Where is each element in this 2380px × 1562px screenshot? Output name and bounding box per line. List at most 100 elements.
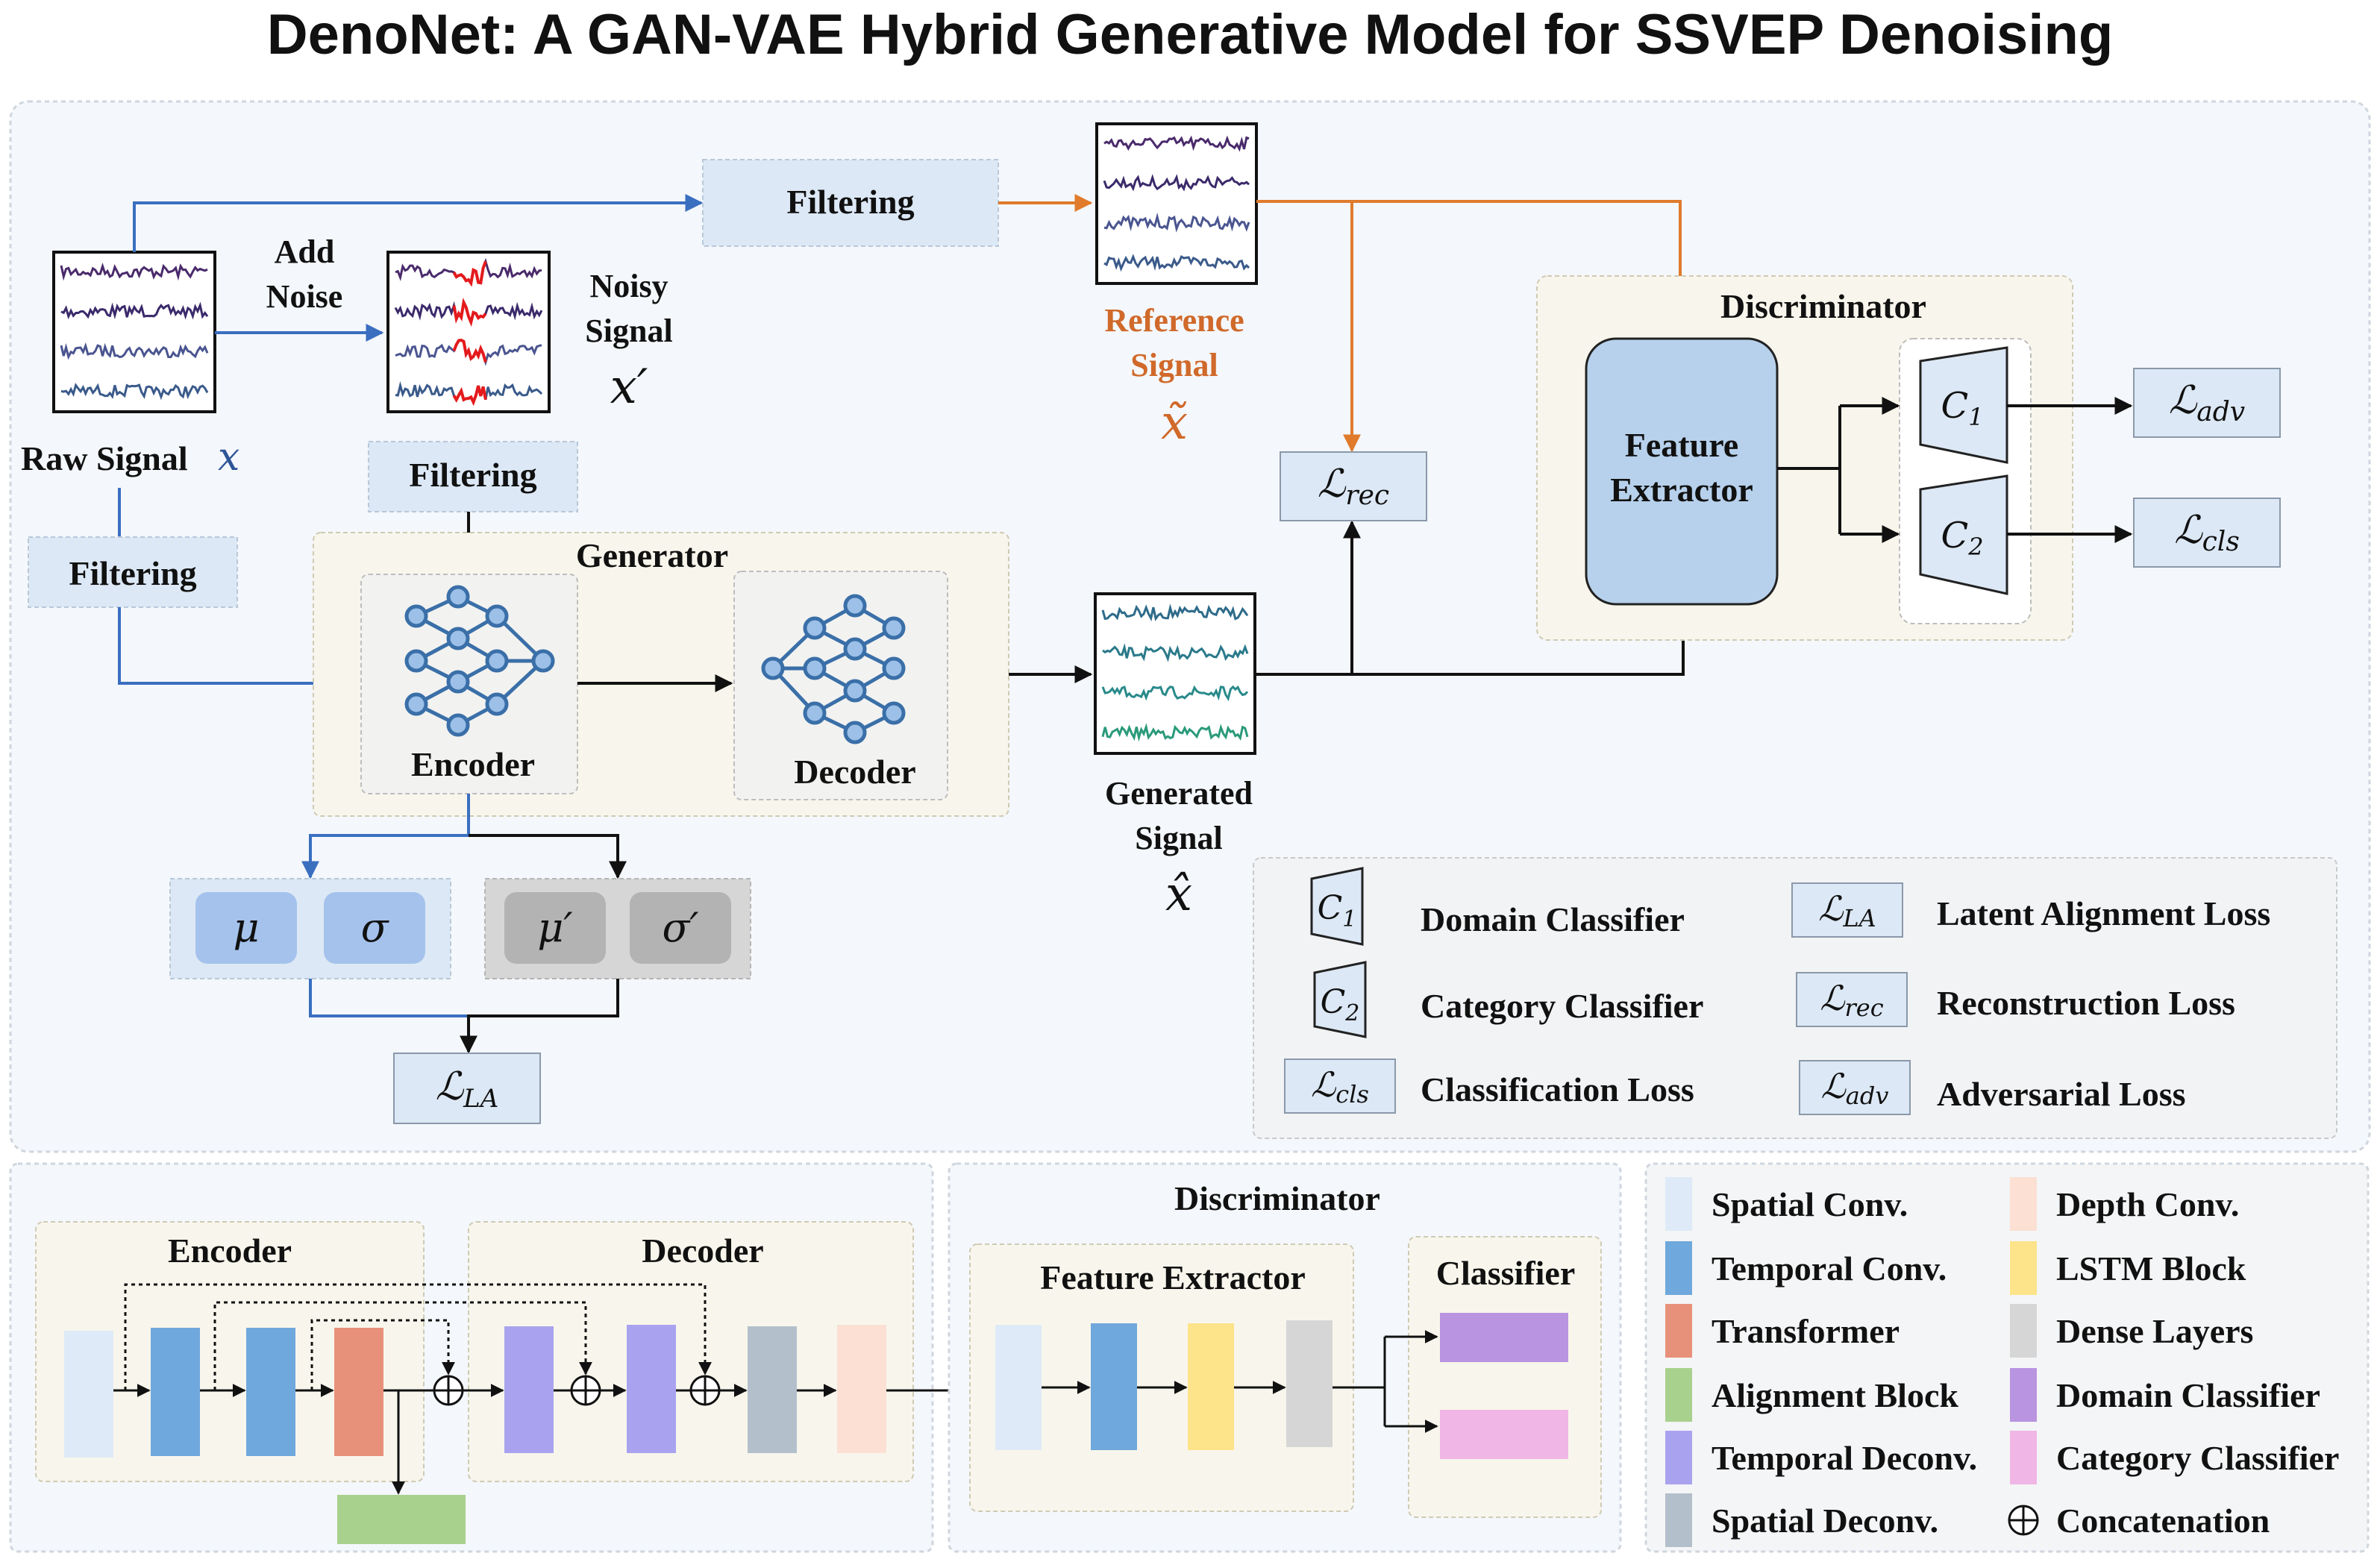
nn-node [485, 692, 509, 716]
noise-trace [452, 339, 487, 363]
encoder-to-mu-sigma-prime-arrow [469, 834, 627, 879]
decoder-neural-network-icon [761, 594, 906, 744]
sigma-prime-symbol: σ′ [662, 904, 698, 951]
noisy-signal-waveform-icon [386, 251, 551, 413]
enc-spatial-conv-layer [64, 1331, 113, 1458]
waveform-trace [1103, 212, 1250, 233]
nn-node [882, 616, 906, 640]
skip-connection-2 [213, 1301, 592, 1390]
nn-node [485, 649, 509, 673]
waveform-trace [1103, 254, 1250, 272]
legend-swatch [1665, 1431, 1692, 1484]
mu-prime-symbol: μ′ [537, 904, 572, 951]
filtering-label-left: Filtering [69, 554, 196, 592]
category-classifier-block [1440, 1410, 1568, 1459]
reference-signal-label-line1: Reference [1104, 302, 1244, 339]
nn-node [446, 585, 470, 609]
nn-node [404, 692, 428, 716]
nn-node [531, 649, 555, 673]
mu-sigma-prime-to-lla-arrow [460, 979, 619, 1054]
feature-extractor-label-line2: Extractor [1610, 471, 1753, 509]
add-noise-label-line1: Add [275, 233, 335, 270]
lla-box [393, 1053, 541, 1124]
nn-node [882, 701, 906, 725]
noisy-signal-label-line2: Signal [585, 313, 672, 349]
sigma-box [324, 892, 425, 964]
legend-ladv-symbol: ℒadv [1821, 1066, 1889, 1110]
feature-extractor-label-line1: Feature [1625, 426, 1738, 464]
raw-to-filtering-arrow [133, 194, 704, 252]
lcls-box [2133, 498, 2281, 568]
enc-temporal-conv-layer-1 [151, 1328, 200, 1456]
legend-swatch [2010, 1368, 2037, 1422]
waveform-trace [1103, 135, 1250, 152]
noise-trace [452, 260, 487, 287]
legend-bottom-label: Category Classifier [2056, 1439, 2339, 1477]
legend-latent-alignment-loss: Latent Alignment Loss [1937, 894, 2270, 932]
nn-node [446, 670, 470, 694]
domain-classifier-block [1440, 1313, 1568, 1362]
nn-node [803, 656, 827, 680]
legend-reconstruction-loss: Reconstruction Loss [1937, 984, 2235, 1022]
legend-lrec-symbol: ℒrec [1820, 978, 1883, 1022]
legend-bottom-label: Alignment Block [1712, 1376, 1958, 1414]
ladv-symbol: ℒadv [2169, 378, 2245, 427]
legend-swatch [1665, 1493, 1692, 1547]
legend-bottom-label: LSTM Block [2056, 1249, 2246, 1287]
filtering-label-noisy: Filtering [409, 456, 536, 494]
legend-swatch [1665, 1304, 1692, 1358]
filtering-to-encoder-arrow-left [118, 607, 360, 692]
enc-transformer-layer [334, 1328, 383, 1456]
lrec-box [1280, 451, 1427, 521]
legend-adversarial-loss: Adversarial Loss [1937, 1075, 2186, 1113]
nn-node [843, 721, 867, 744]
bottom-decoder-label: Decoder [642, 1232, 763, 1270]
reference-signal-label-line2: Signal [1130, 347, 1218, 383]
waveform-trace [1102, 643, 1249, 662]
legend-domain-classifier: Domain Classifier [1421, 900, 1685, 938]
waveform-trace [1103, 174, 1250, 192]
nn-node [446, 627, 470, 650]
legend-swatch [2010, 1241, 2037, 1295]
filtering-label-top: Filtering [786, 183, 914, 221]
noisy-signal-label-line1: Noisy [589, 268, 668, 304]
c2-symbol: 𝐶2 [1941, 515, 1983, 561]
legend-swatch [2010, 1304, 2037, 1358]
nn-node [882, 656, 906, 680]
legend-c1-icon [1310, 867, 1364, 946]
c2-trapezoid-classifier-icon [1919, 474, 2008, 595]
mu-symbol: μ [233, 904, 259, 951]
encoder-neural-network-icon [404, 585, 555, 737]
disc-spatial-conv-layer [995, 1325, 1042, 1450]
bottom-encoder-module [35, 1221, 425, 1482]
legend-lrec-box [1796, 972, 1908, 1027]
feature-extractor-block [1585, 337, 1779, 606]
filtering-box-left [28, 536, 238, 608]
nn-node [803, 701, 827, 725]
nn-node [803, 616, 827, 640]
bottom-feature-extractor-module [969, 1243, 1354, 1512]
bottom-decoder-module [468, 1221, 914, 1482]
bottom-feature-extractor-label: Feature Extractor [1040, 1258, 1306, 1296]
bottom-discriminator-label: Discriminator [1174, 1179, 1380, 1217]
legend-lcls-box [1284, 1058, 1396, 1114]
nn-node [843, 637, 867, 661]
noisy-signal-symbol: 𝑥′ [610, 360, 648, 415]
ladv-box [2133, 368, 2281, 438]
waveform-trace [1101, 603, 1249, 622]
raw-signal-symbol: 𝑥 [218, 435, 239, 480]
legend-bottom-label: Depth Conv. [2056, 1185, 2239, 1223]
lrec-symbol: ℒrec [1318, 462, 1389, 511]
concatenation-icon [570, 1375, 601, 1406]
generator-label: Generator [576, 536, 728, 574]
dec-spatial-deconv-layer [748, 1326, 797, 1453]
nn-node [761, 656, 785, 680]
concatenation-icon [689, 1375, 721, 1406]
nn-node [404, 604, 428, 628]
raw-signal-label: Raw Signal [21, 439, 188, 477]
disc-dense-layer [1286, 1320, 1333, 1447]
legend-c2-icon [1313, 961, 1367, 1038]
bottom-legend [1644, 1162, 2370, 1553]
dec-temporal-deconv-layer-2 [627, 1325, 676, 1453]
